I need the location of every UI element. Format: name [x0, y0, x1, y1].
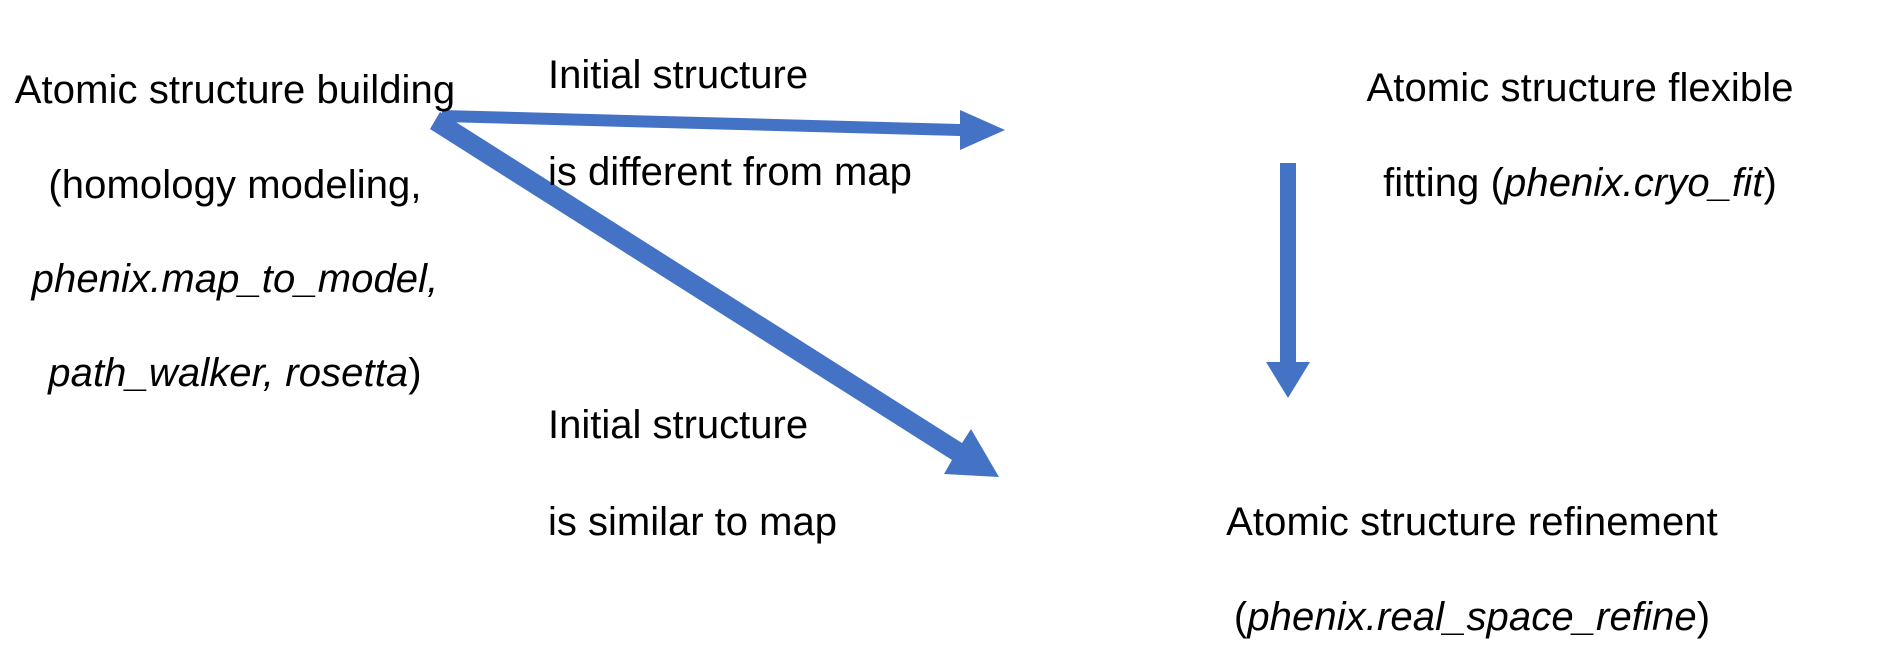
node-refinement-line-2-italic: phenix.real_space_refine — [1247, 594, 1697, 639]
node-fitting-line-2-tail: ) — [1763, 160, 1777, 205]
edge-label-different-from-map: Initial structure is different from map — [548, 2, 968, 246]
node-refinement-line-2-head: ( — [1233, 594, 1248, 639]
node-building-line-4-tail: ) — [408, 351, 422, 396]
edge-label-different-line-1: Initial structure — [548, 52, 809, 97]
node-building-line-4: path_walker, rosetta) — [0, 350, 470, 397]
node-fitting-line-2: fitting (phenix.cryo_fit) — [1285, 160, 1875, 207]
node-fitting-line-1: Atomic structure flexible — [1366, 66, 1794, 111]
edge-label-different-line-2: is different from map — [548, 150, 912, 195]
node-refinement-line-1: Atomic structure refinement — [1226, 500, 1718, 545]
node-building-line-1: Atomic structure building — [14, 68, 456, 113]
node-building-line-4-italic: path_walker, rosetta — [48, 351, 409, 396]
node-building-line-2: (homology modeling, — [48, 162, 422, 207]
node-fitting-line-2-head: fitting ( — [1383, 160, 1505, 205]
node-atomic-structure-refinement: Atomic structure refinement (phenix.real… — [1060, 452, 1884, 662]
node-fitting-line-2-italic: phenix.cryo_fit — [1504, 160, 1764, 205]
node-atomic-structure-flexible-fitting: Atomic structure flexible fitting (pheni… — [1285, 18, 1875, 254]
edge-label-similar-line-1: Initial structure — [548, 402, 809, 447]
edge-label-similar-line-2: is similar to map — [548, 500, 837, 545]
node-building-line-3: phenix.map_to_model, — [31, 256, 439, 301]
node-refinement-line-2: (phenix.real_space_refine) — [1060, 594, 1884, 641]
node-refinement-line-2-tail: ) — [1696, 594, 1711, 639]
node-atomic-structure-building: Atomic structure building (homology mode… — [0, 20, 470, 445]
edge-label-similar-to-map: Initial structure is similar to map — [548, 352, 968, 596]
